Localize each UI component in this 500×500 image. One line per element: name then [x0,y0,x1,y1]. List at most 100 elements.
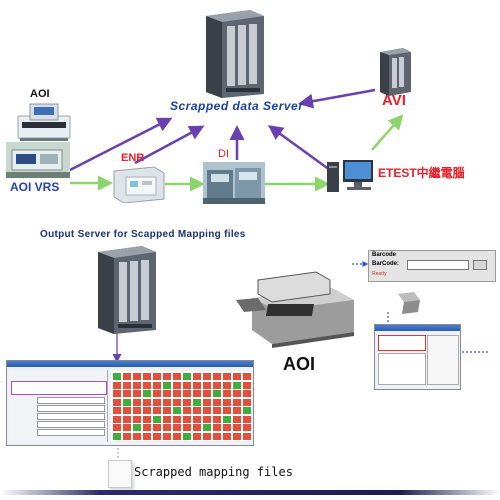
output-server-icon [98,246,156,334]
mapping-app-window [6,360,254,446]
map-cell [133,415,141,423]
small-app-side [427,335,459,385]
map-cell [223,424,231,431]
barcode-window: Barcode BarCode: Ready [368,250,496,282]
map-cell [223,432,231,440]
barcode-button[interactable] [473,260,487,270]
map-cell [193,373,201,380]
map-cell [183,424,191,431]
map-cell [123,373,131,380]
map-cell [183,407,191,414]
map-cell [243,381,251,389]
enr-machine-icon [113,166,165,203]
map-cell [163,424,171,431]
map-cell [223,398,231,406]
map-cell [133,398,141,406]
map-cell [183,390,191,397]
map-cell [133,381,141,389]
map-cell [163,415,171,423]
map-cell [193,390,201,397]
di-label: DI [218,148,229,160]
map-cell [173,373,181,380]
map-cell [233,398,241,406]
map-cell [223,390,231,397]
aoi-machine-top-icon [17,103,71,141]
barcode-field-label: BarCode: [372,261,400,267]
map-cell [133,424,141,431]
map-cell [113,390,121,397]
map-cell [183,373,191,380]
map-cell [163,373,171,380]
avi-label: AVI [382,92,406,109]
map-cell [213,398,221,406]
map-cell [133,407,141,414]
barcode-input[interactable] [407,260,469,270]
file-icon [108,460,132,488]
map-cell [153,398,161,406]
map-cell [213,432,221,440]
map-cell [203,398,211,406]
map-cell [153,390,161,397]
map-cell [243,407,251,414]
arrow-etest-to-server [267,125,331,172]
map-cell [143,407,151,414]
map-cell [203,424,211,431]
output-server-label: Output Server for Scapped Mapping files [40,229,246,240]
map-cell [133,373,141,380]
map-cell [153,415,161,423]
map-cell [163,432,171,440]
mapping-left-field-3 [37,413,105,420]
enr-label: ENR [121,152,145,164]
map-cell [193,381,201,389]
map-cell [163,407,171,414]
map-cell [153,373,161,380]
map-cell [153,381,161,389]
map-cell [173,398,181,406]
map-cell [143,424,151,431]
map-cell [123,432,131,440]
map-cell [113,398,121,406]
map-cell [183,432,191,440]
scrap-map-grid [111,371,251,441]
mapping-left-purple-box [11,381,107,395]
map-cell [173,390,181,397]
map-cell [233,415,241,423]
map-cell [193,398,201,406]
map-cell [233,381,241,389]
map-cell [183,415,191,423]
map-cell [173,407,181,414]
di-machine-icon [203,162,265,204]
map-cell [213,373,221,380]
mapping-left-field-5 [37,429,105,436]
map-cell [193,432,201,440]
map-cell [113,415,121,423]
barcode-title: Barcode [372,252,397,258]
etest-pc-icon [327,160,373,192]
map-cell [183,398,191,406]
arrow-etest-to-avi [371,114,404,151]
map-cell [233,424,241,431]
map-cell [213,415,221,423]
map-cell [163,381,171,389]
map-cell [143,432,151,440]
mapping-left-field-1 [37,397,105,404]
map-cell [143,398,151,406]
etest-label: ETEST中繼電腦 [378,166,465,180]
map-cell [233,390,241,397]
map-cell [113,432,121,440]
map-cell [233,373,241,380]
map-cell [153,407,161,414]
scrapped-mapping-files-label: Scrapped mapping files [134,465,293,479]
map-cell [123,415,131,423]
map-cell [203,407,211,414]
map-cell [123,381,131,389]
map-cell [223,415,231,423]
map-cell [173,432,181,440]
map-cell [163,398,171,406]
mapping-left-field-2 [37,405,105,412]
map-cell [243,373,251,380]
map-cell [243,424,251,431]
map-cell [223,381,231,389]
map-cell [213,407,221,414]
arrow-enr-to-server [134,125,205,165]
